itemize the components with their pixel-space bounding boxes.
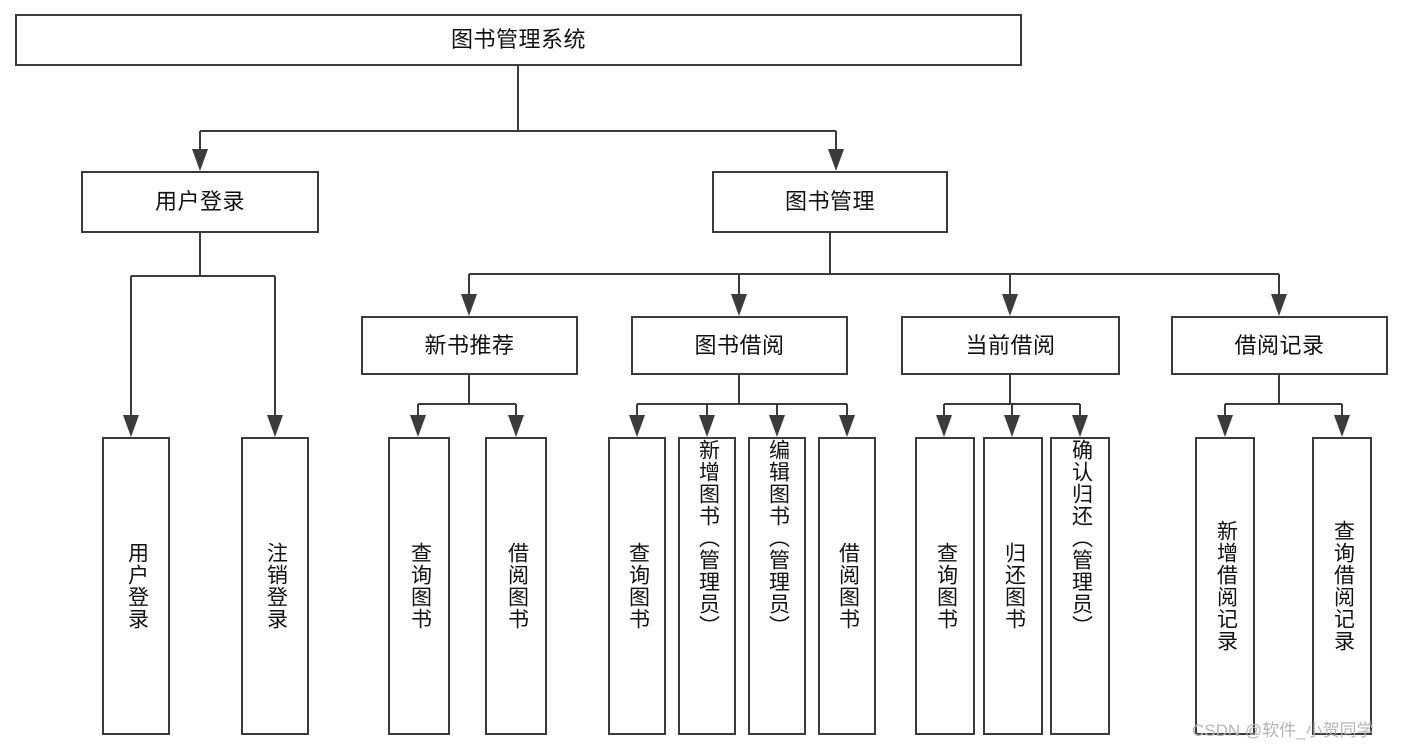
connector-arrowhead bbox=[123, 415, 139, 437]
connector-arrowhead bbox=[936, 415, 952, 437]
node-leaf-return-book[interactable]: 归还图书 bbox=[983, 437, 1043, 735]
node-leaf-add-book[interactable]: 新增图书（管理员） bbox=[678, 437, 736, 735]
node-label: 用户登录 bbox=[125, 542, 149, 630]
node-leaf-user-login[interactable]: 用户登录 bbox=[102, 437, 170, 735]
csdn-watermark: CSDN @软件_小贺同学 bbox=[1192, 721, 1374, 740]
node-leaf-logout[interactable]: 注销登录 bbox=[241, 437, 309, 735]
connector-arrowhead bbox=[828, 149, 844, 171]
connector-arrowhead bbox=[267, 415, 283, 437]
node-label: 图书借阅 bbox=[694, 332, 785, 358]
node-root[interactable]: 图书管理系统 bbox=[15, 14, 1022, 66]
node-label: 查询图书 bbox=[934, 542, 958, 630]
node-label: 新书推荐 bbox=[424, 332, 515, 358]
connector-arrowhead bbox=[508, 415, 524, 437]
node-label: 注销登录 bbox=[264, 542, 288, 630]
node-label: 借阅记录 bbox=[1234, 332, 1325, 358]
node-leaf-borrow-book-recommend[interactable]: 借阅图书 bbox=[485, 437, 547, 735]
node-label: 确认归还（管理员） bbox=[1069, 439, 1093, 637]
connector-arrowhead bbox=[410, 415, 426, 437]
node-new-book-recommend[interactable]: 新书推荐 bbox=[361, 316, 578, 375]
node-leaf-edit-book[interactable]: 编辑图书（管理员） bbox=[748, 437, 806, 735]
node-label: 查询图书 bbox=[626, 542, 650, 630]
node-label: 借阅图书 bbox=[836, 542, 860, 630]
node-label: 新增图书（管理员） bbox=[696, 439, 720, 637]
connector-arrowhead bbox=[1271, 294, 1287, 316]
node-label: 新增借阅记录 bbox=[1214, 520, 1238, 652]
node-label: 借阅图书 bbox=[505, 542, 529, 630]
connector-arrowhead bbox=[1004, 415, 1020, 437]
connector-arrowhead bbox=[839, 415, 855, 437]
node-label: 查询借阅记录 bbox=[1331, 520, 1355, 652]
node-book-borrow[interactable]: 图书借阅 bbox=[631, 316, 848, 375]
connector-arrowhead bbox=[769, 415, 785, 437]
connector-arrowhead bbox=[699, 415, 715, 437]
connector-arrowhead bbox=[461, 294, 477, 316]
node-leaf-confirm-return[interactable]: 确认归还（管理员） bbox=[1050, 437, 1110, 735]
connector-arrowhead bbox=[192, 149, 208, 171]
connector-arrowhead bbox=[1072, 415, 1088, 437]
connector-arrowhead bbox=[1002, 294, 1018, 316]
connector-arrowhead bbox=[1334, 415, 1350, 437]
node-current-borrow[interactable]: 当前借阅 bbox=[901, 316, 1120, 375]
node-leaf-add-borrow-record[interactable]: 新增借阅记录 bbox=[1195, 437, 1255, 735]
node-label: 图书管理系统 bbox=[450, 27, 586, 53]
connector-arrowhead bbox=[629, 415, 645, 437]
node-book-management[interactable]: 图书管理 bbox=[712, 171, 948, 233]
node-user-login[interactable]: 用户登录 bbox=[81, 171, 319, 233]
node-label: 编辑图书（管理员） bbox=[766, 439, 790, 637]
node-label: 当前借阅 bbox=[965, 332, 1056, 358]
node-leaf-query-book-borrow[interactable]: 查询图书 bbox=[608, 437, 666, 735]
node-label: 用户登录 bbox=[154, 189, 245, 215]
node-borrow-record[interactable]: 借阅记录 bbox=[1171, 316, 1388, 375]
node-label: 图书管理 bbox=[784, 189, 875, 215]
node-label: 查询图书 bbox=[408, 542, 432, 630]
node-label: 归还图书 bbox=[1002, 542, 1026, 630]
node-leaf-borrow-book[interactable]: 借阅图书 bbox=[818, 437, 876, 735]
connector-arrowhead bbox=[1217, 415, 1233, 437]
node-leaf-query-borrow-record[interactable]: 查询借阅记录 bbox=[1312, 437, 1372, 735]
node-leaf-query-book-recommend[interactable]: 查询图书 bbox=[388, 437, 450, 735]
connector-arrowhead bbox=[731, 294, 747, 316]
node-leaf-query-book-current[interactable]: 查询图书 bbox=[915, 437, 975, 735]
